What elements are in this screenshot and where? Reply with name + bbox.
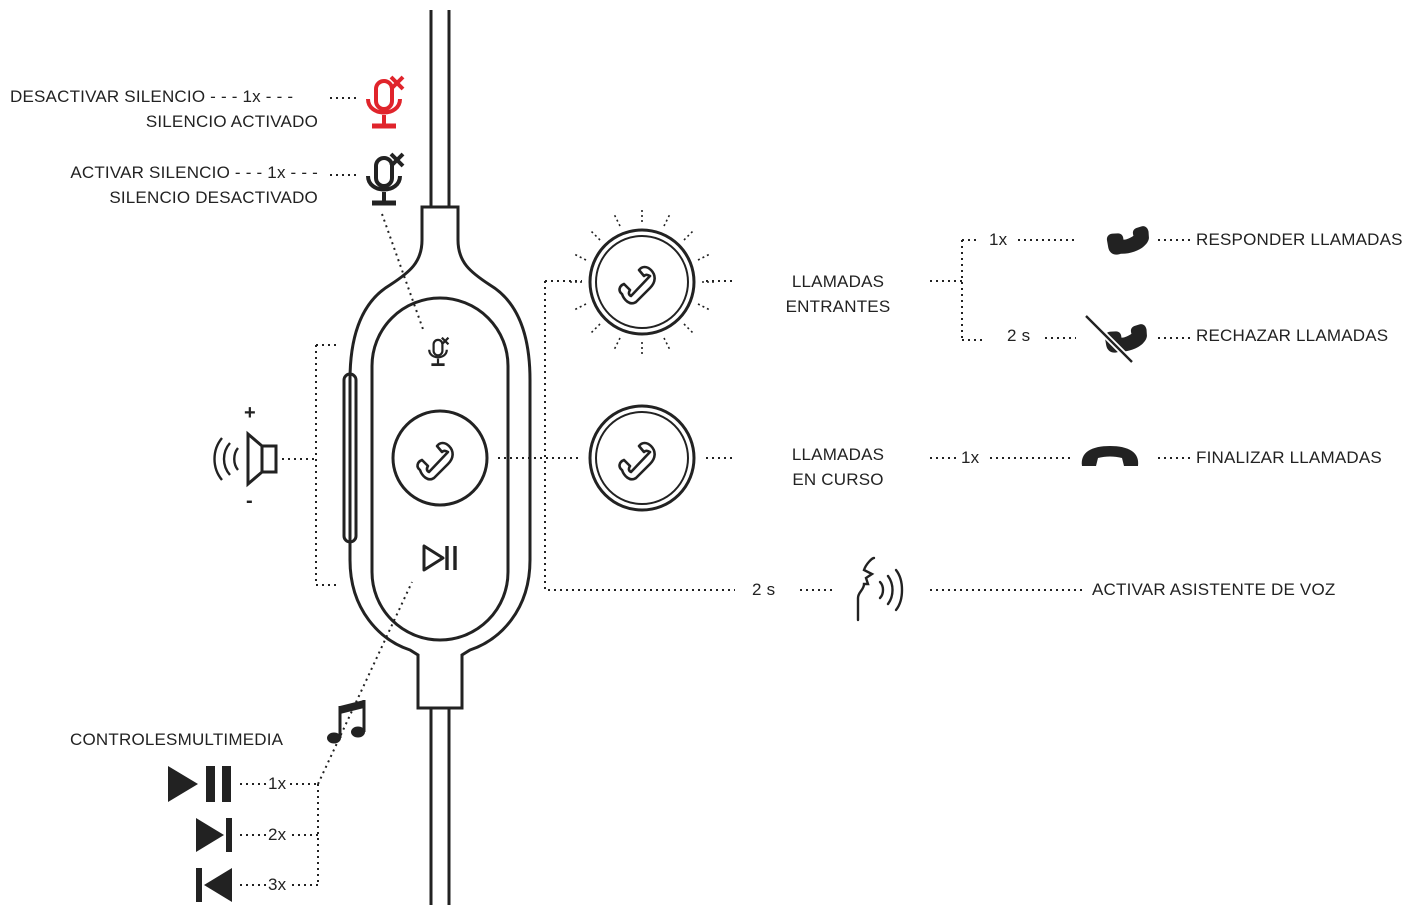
- ongoing-call-icon: [588, 404, 696, 512]
- controller-body: [348, 205, 532, 710]
- unmute-mic-icon: [368, 77, 403, 126]
- next-press-label: 2x: [268, 825, 287, 844]
- volume-up-label: +: [244, 402, 256, 424]
- incoming-call-icon: [568, 208, 716, 356]
- speaker-icon: [213, 430, 278, 488]
- prev-press-label: 3x: [268, 875, 287, 894]
- media-controls-title: CONTROLESMULTIMEDIA: [70, 730, 284, 749]
- media-leaders: [240, 581, 413, 886]
- previous-track-icon: [196, 868, 232, 902]
- play-press-label: 1x: [268, 774, 287, 793]
- answer-phone-icon: [1101, 212, 1155, 267]
- reject-press-label: 2 s: [1007, 326, 1031, 345]
- mute-state-label: SILENCIO DESACTIVADO: [109, 188, 318, 207]
- mute-leaders: [330, 97, 425, 333]
- hang-up-icon: [1081, 446, 1139, 466]
- volume-rocker[interactable]: [342, 372, 358, 544]
- ringing-rays: [568, 208, 716, 356]
- mute-mic-icon: [368, 154, 403, 203]
- volume-leaders: [282, 344, 336, 586]
- volume-down-label: -: [246, 490, 253, 512]
- answer-calls-label: RESPONDER LLAMADAS: [1196, 230, 1403, 249]
- incoming-calls-label-1: LLAMADAS: [791, 272, 885, 291]
- voice-assistant-label: ACTIVAR ASISTENTE DE VOZ: [1092, 580, 1336, 599]
- incoming-calls-label-2: ENTRANTES: [785, 297, 891, 316]
- controller-call-button[interactable]: [391, 409, 489, 507]
- next-track-icon: [196, 818, 232, 852]
- unmute-state-label: SILENCIO ACTIVADO: [145, 112, 318, 131]
- end-press-label: 1x: [961, 448, 980, 467]
- ongoing-calls-label-2: EN CURSO: [792, 470, 884, 489]
- controller-mute-button[interactable]: [427, 336, 450, 367]
- play-pause-icon: [168, 766, 231, 802]
- end-calls-label: FINALIZAR LLAMADAS: [1196, 448, 1382, 467]
- cable: [429, 10, 451, 905]
- unmute-instruction: DESACTIVAR SILENCIO - - - 1x - - -: [10, 87, 294, 106]
- phone-rejected-icon: [1083, 310, 1153, 365]
- voice-assistant-icon: [856, 556, 904, 622]
- mute-instruction: ACTIVAR SILENCIO - - - 1x - - -: [70, 163, 318, 182]
- ongoing-calls-label-1: LLAMADAS: [791, 445, 885, 464]
- voice-press-label: 2 s: [752, 580, 776, 599]
- answer-press-label: 1x: [989, 230, 1008, 249]
- controller-play-pause-button[interactable]: [422, 544, 457, 572]
- reject-calls-label: RECHAZAR LLAMADAS: [1196, 326, 1389, 345]
- music-note-icon: [327, 700, 366, 744]
- call-leaders: [498, 239, 1192, 591]
